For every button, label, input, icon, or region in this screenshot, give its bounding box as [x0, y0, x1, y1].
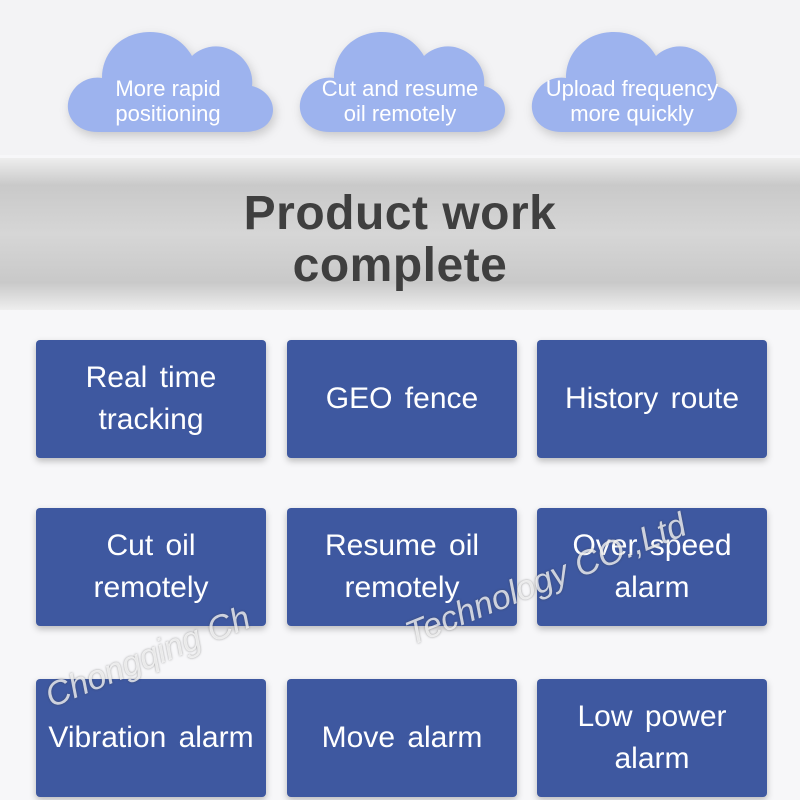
feature-tile-move-alarm: Move alarm [287, 679, 517, 797]
feature-label: Move alarm [321, 721, 483, 754]
feature-tile-geo-fence: GEO fence [287, 340, 517, 458]
cloud-text: Upload frequency more quickly [545, 76, 719, 126]
feature-tile-resume-oil: Resume oil remotely [287, 508, 517, 626]
cloud-badge-cut-resume-oil: Cut and resume oil remotely [290, 12, 510, 137]
feature-label: History route [564, 382, 740, 415]
cloud-badge-rapid-positioning: More rapid positioning [58, 12, 278, 137]
cloud-icon [531, 32, 738, 132]
feature-tile-vibration-alarm: Vibration alarm [36, 679, 266, 797]
feature-label: Over speed alarm [572, 529, 732, 604]
top-banner: More rapid positioning Cut and resume oi… [0, 0, 800, 155]
feature-tile-cut-oil: Cut oil remotely [36, 508, 266, 626]
cloud-badge-upload-frequency: Upload frequency more quickly [522, 12, 742, 137]
heading-band [0, 158, 800, 310]
feature-tile-history-route: History route [537, 340, 767, 458]
cloud-text: More rapid positioning [115, 76, 221, 126]
feature-label: Resume oil remotely [324, 529, 480, 604]
feature-label: GEO fence [325, 382, 479, 415]
feature-label: Vibration alarm [48, 721, 254, 754]
feature-tile-real-time-tracking: Real time tracking [36, 340, 266, 458]
feature-label: Real time tracking [85, 361, 217, 436]
cloud-icon [67, 32, 274, 132]
feature-label: Cut oil remotely [93, 529, 209, 604]
feature-tile-low-power-alarm: Low power alarm [537, 679, 767, 797]
page-title: Product work complete [243, 187, 557, 292]
feature-label: Low power alarm [577, 700, 727, 775]
cloud-text: Cut and resume oil remotely [321, 76, 479, 126]
cloud-icon [299, 32, 506, 132]
feature-tile-over-speed-alarm: Over speed alarm [537, 508, 767, 626]
